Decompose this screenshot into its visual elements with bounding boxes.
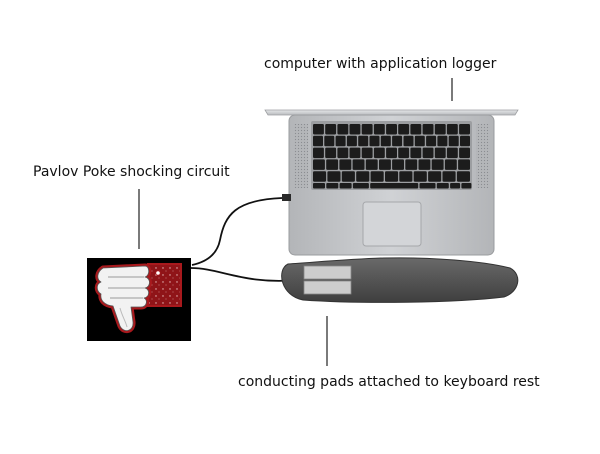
key xyxy=(426,135,437,147)
key xyxy=(379,159,391,170)
key xyxy=(459,124,470,135)
trackpad xyxy=(362,201,422,247)
key xyxy=(313,135,323,147)
key xyxy=(370,183,419,189)
key xyxy=(431,159,444,170)
key xyxy=(349,124,361,135)
key xyxy=(339,183,352,189)
key xyxy=(419,183,436,189)
key xyxy=(422,147,434,159)
label-shocking-circuit: Pavlov Poke shocking circuit xyxy=(33,164,230,180)
key xyxy=(337,124,349,135)
key xyxy=(460,135,470,147)
key xyxy=(313,183,325,189)
key xyxy=(434,124,446,135)
key xyxy=(349,147,361,159)
key xyxy=(325,124,337,135)
key xyxy=(361,147,373,159)
key xyxy=(398,124,410,135)
key xyxy=(436,183,449,189)
key xyxy=(341,171,355,182)
keyboard xyxy=(311,121,472,190)
key xyxy=(325,147,337,159)
key xyxy=(352,183,369,189)
key xyxy=(448,135,459,147)
key xyxy=(313,147,324,159)
label-computer: computer with application logger xyxy=(264,56,497,72)
key xyxy=(446,147,458,159)
key xyxy=(398,147,410,159)
key xyxy=(437,135,448,147)
key xyxy=(418,159,431,170)
key xyxy=(456,171,470,182)
usb-cable xyxy=(191,197,283,266)
key xyxy=(369,135,380,147)
wires xyxy=(190,197,299,282)
key xyxy=(356,171,370,182)
key xyxy=(403,135,414,147)
key xyxy=(413,171,427,182)
conducting-pad-1 xyxy=(303,265,352,280)
key xyxy=(380,135,391,147)
key xyxy=(373,147,385,159)
key xyxy=(386,147,397,159)
key xyxy=(352,159,365,170)
laptop-icon xyxy=(264,109,519,256)
key xyxy=(358,135,369,147)
key xyxy=(442,171,456,182)
key xyxy=(434,147,446,159)
key xyxy=(324,135,335,147)
key xyxy=(414,135,425,147)
key xyxy=(339,159,352,170)
key xyxy=(446,124,458,135)
key xyxy=(326,159,339,170)
key xyxy=(450,183,461,189)
key xyxy=(458,159,470,170)
key xyxy=(370,171,384,182)
key xyxy=(327,171,341,182)
key xyxy=(459,147,470,159)
key xyxy=(313,171,327,182)
key xyxy=(335,135,346,147)
key xyxy=(405,159,418,170)
key xyxy=(392,159,404,170)
key xyxy=(326,183,339,189)
key xyxy=(313,124,324,135)
key xyxy=(337,147,349,159)
key xyxy=(399,171,413,182)
keyboard-wrist-rest-icon xyxy=(281,257,519,303)
key xyxy=(386,124,397,135)
key xyxy=(428,171,442,182)
key xyxy=(313,159,325,170)
key xyxy=(410,147,422,159)
key xyxy=(365,159,378,170)
key xyxy=(422,124,434,135)
key xyxy=(346,135,357,147)
key xyxy=(385,171,399,182)
thumbs-down-icon xyxy=(87,258,191,341)
key xyxy=(461,183,472,189)
key xyxy=(373,124,385,135)
key xyxy=(392,135,403,147)
usb-port xyxy=(282,194,291,201)
conducting-pad-2 xyxy=(303,280,352,295)
key xyxy=(444,159,457,170)
key xyxy=(361,124,373,135)
key xyxy=(410,124,422,135)
label-conducting-pads: conducting pads attached to keyboard res… xyxy=(238,374,540,390)
